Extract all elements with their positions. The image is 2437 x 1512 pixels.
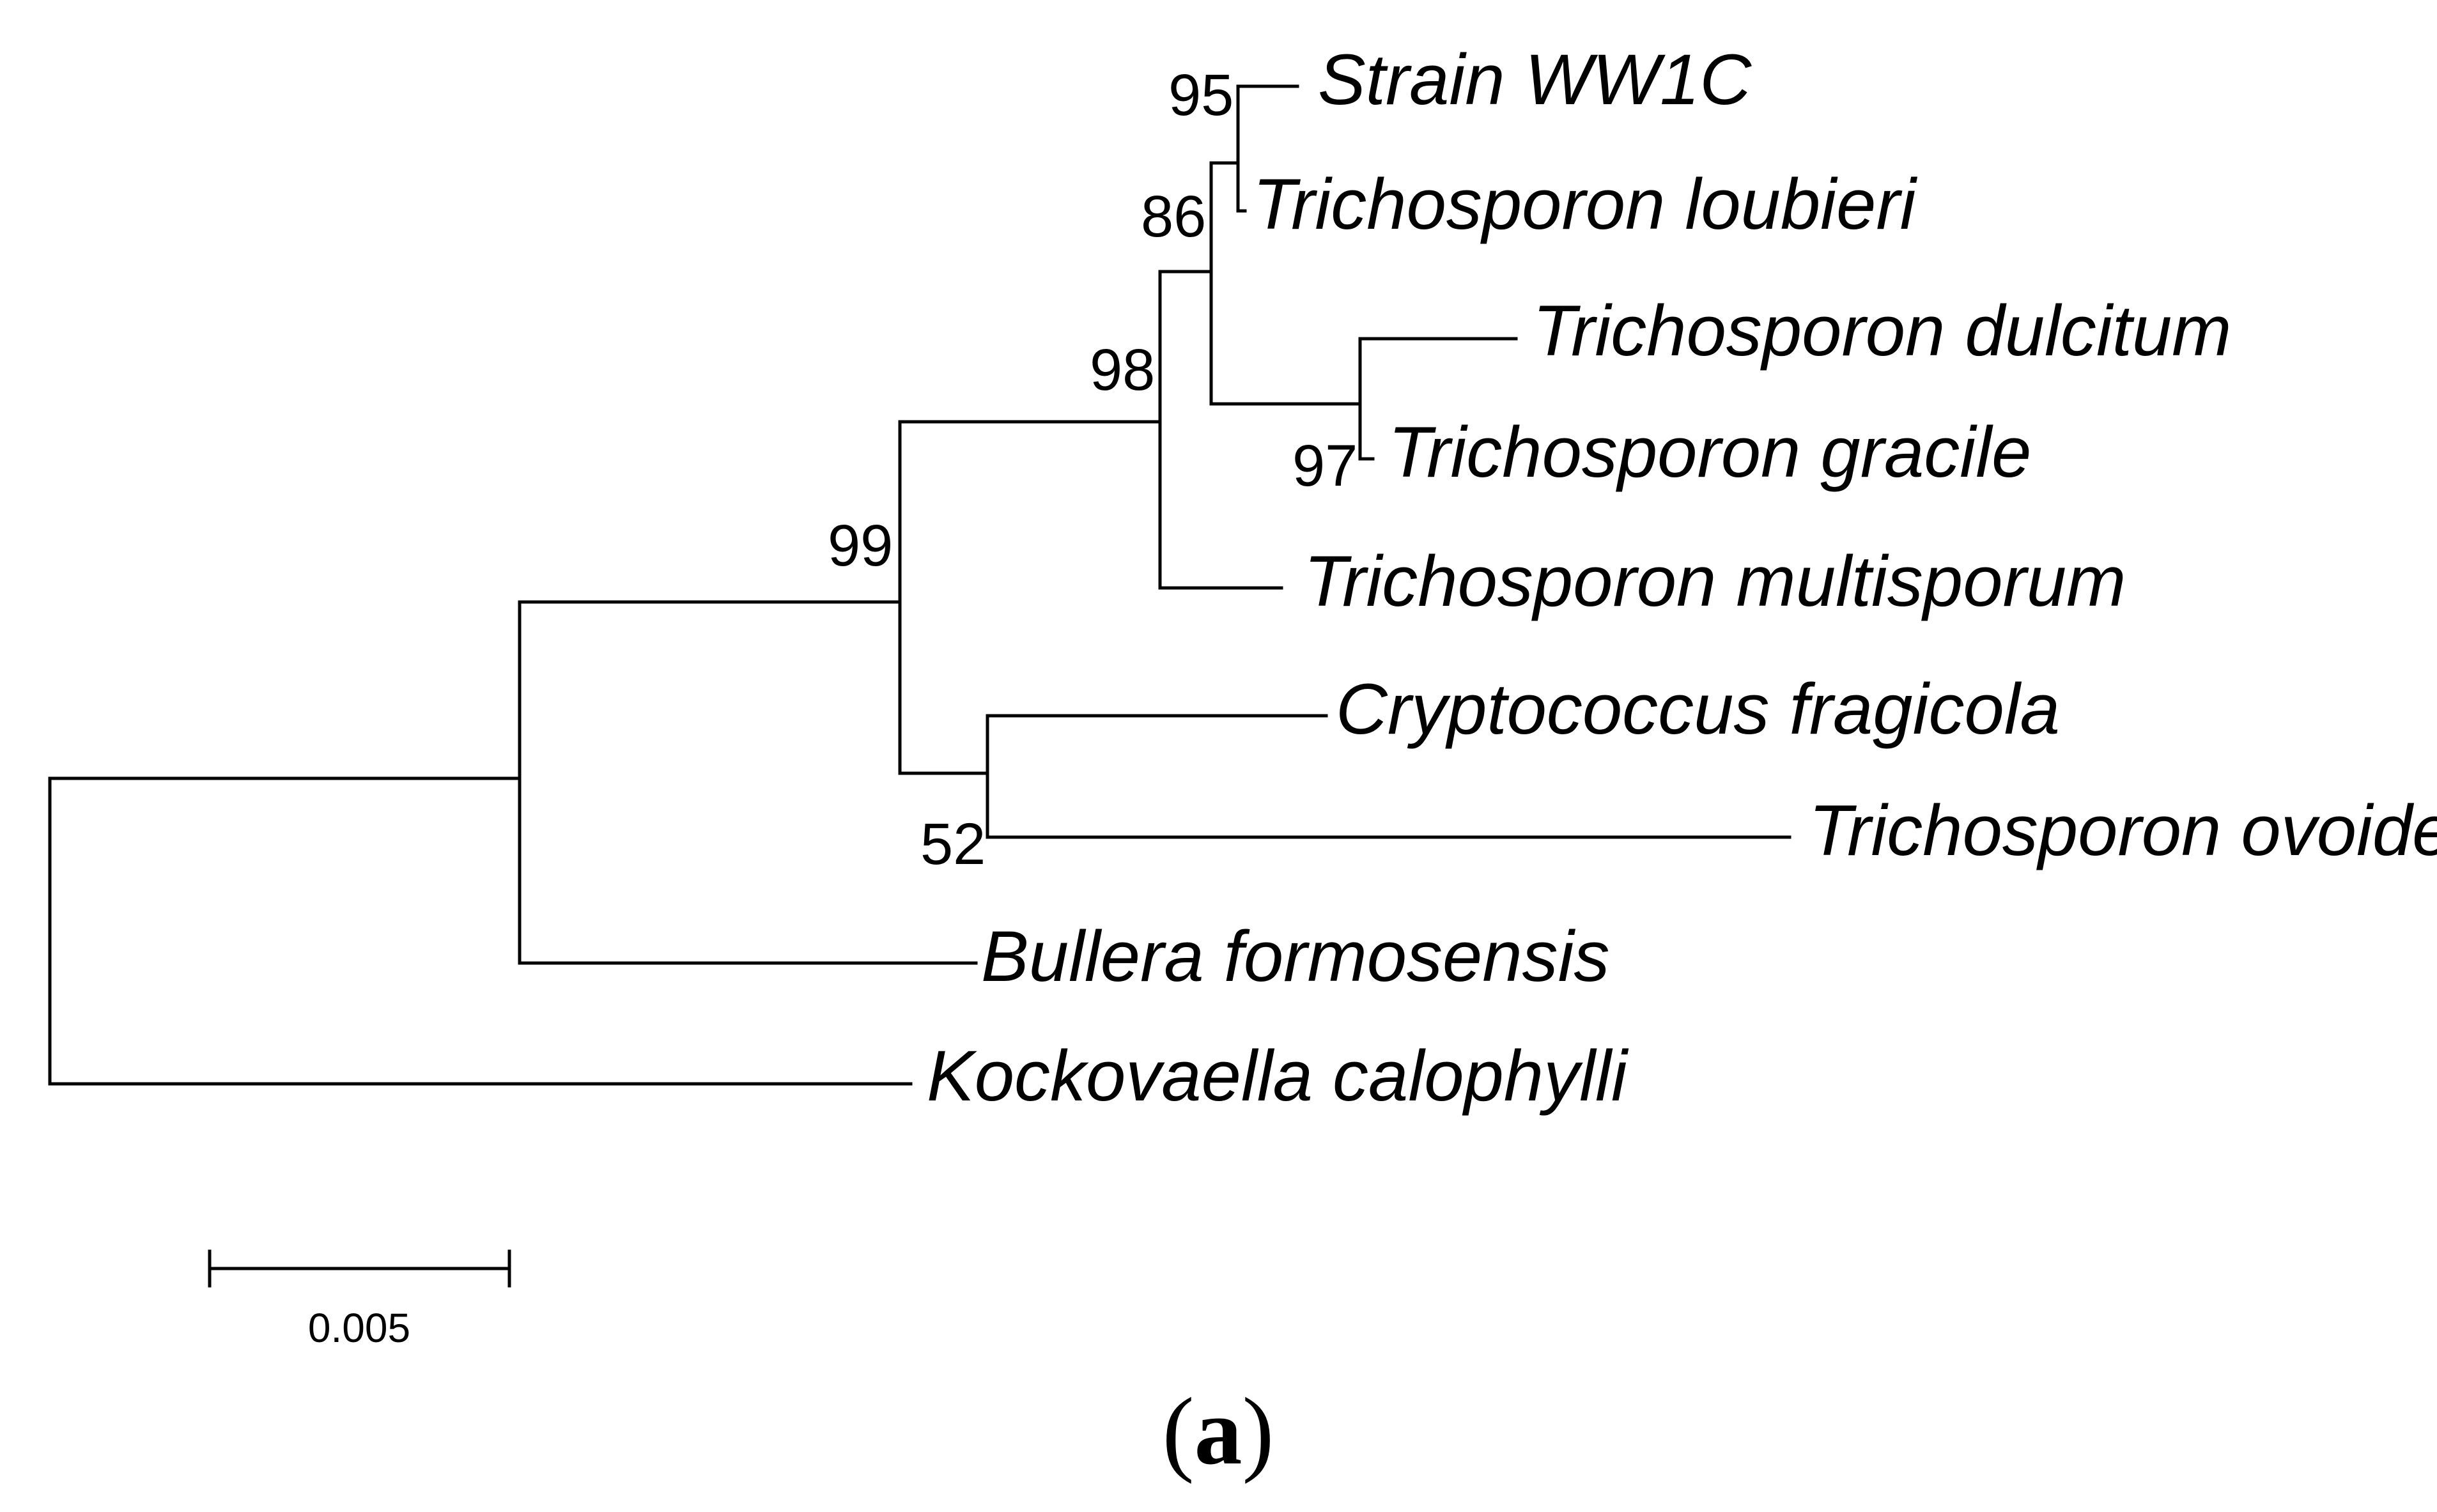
taxon-labels: Strain WW1C Trichosporon loubieri Tricho…: [927, 40, 2437, 1116]
tree-branches: [48, 84, 1791, 1086]
bootstrap-value: 98: [1090, 337, 1155, 403]
bootstrap-value: 86: [1141, 184, 1206, 249]
taxon-label: Kockovaella calophylli: [927, 1036, 1629, 1116]
bootstrap-value: 99: [828, 513, 893, 578]
bootstrap-value: 97: [1292, 433, 1358, 498]
panel-label-close: ): [1242, 1378, 1274, 1485]
taxon-label: Trichosporon multisporum: [1304, 541, 2126, 621]
taxon-label: Bullera formosensis: [981, 916, 1610, 996]
bootstrap-values: 95 86 98 97 99 52: [828, 63, 1358, 877]
taxon-label: Trichosporon loubieri: [1253, 164, 1918, 244]
scale-bar-label: 0.005: [308, 1305, 410, 1351]
taxon-label: Strain WW1C: [1318, 40, 1752, 120]
bootstrap-value: 52: [920, 812, 986, 877]
panel-label-letter: a: [1195, 1378, 1242, 1485]
panel-label: (a): [1163, 1378, 1274, 1485]
scale-bar: 0.005: [208, 1249, 511, 1351]
taxon-label: Trichosporon ovoides: [1809, 791, 2437, 870]
bootstrap-value: 95: [1168, 63, 1234, 128]
panel-label-open: (: [1163, 1378, 1195, 1485]
taxon-label: Trichosporon dulcitum: [1533, 291, 2231, 371]
taxon-label: Trichosporon gracile: [1388, 412, 2031, 492]
taxon-label: Cryptococcus fragicola: [1336, 669, 2060, 749]
